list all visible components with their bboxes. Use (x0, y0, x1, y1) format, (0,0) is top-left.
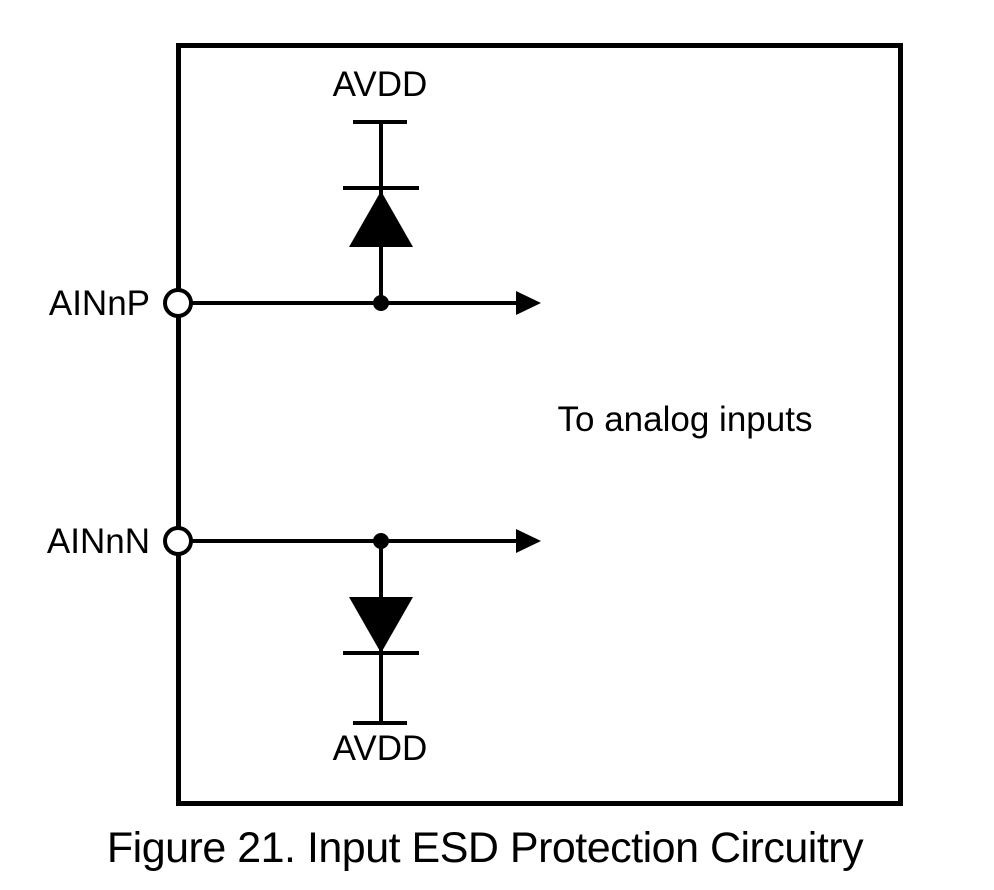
pin-circle-ainnp (163, 288, 193, 318)
avdd-label-top: AVDD (332, 65, 428, 104)
arrow-right-icon-top (516, 291, 541, 315)
pin-label-ainnp: AINnP (48, 284, 150, 323)
pin-circle-ainnn (163, 526, 193, 556)
wire-ainnp (181, 301, 517, 305)
junction-dot-top (373, 295, 389, 311)
chip-outline-box (176, 43, 903, 806)
figure-caption: Figure 21. Input ESD Protection Circuitr… (106, 824, 864, 872)
avdd-label-bottom: AVDD (332, 729, 428, 768)
diode-bottom-cathode-bar (343, 651, 419, 655)
arrow-right-icon-bottom (516, 529, 541, 553)
esd-diode-down-icon (349, 597, 413, 653)
pin-label-ainnn: AINnN (46, 522, 150, 561)
power-rail-bar-bottom (353, 721, 407, 725)
annotation-to-analog-inputs: To analog inputs (557, 400, 813, 439)
diode-top-cathode-bar (343, 186, 419, 190)
wire-ainnn (181, 539, 517, 543)
esd-diode-up-icon (349, 191, 413, 247)
